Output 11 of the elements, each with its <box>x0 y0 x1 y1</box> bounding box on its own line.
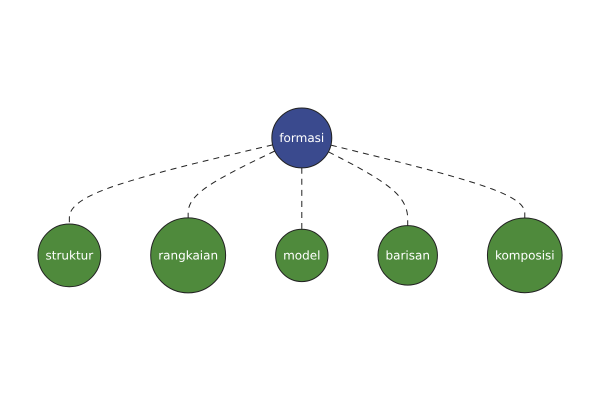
connector <box>301 167 302 230</box>
node-circle: barisan <box>377 224 438 286</box>
node-circle: formasi <box>271 107 332 168</box>
node-circle: struktur <box>37 223 102 287</box>
node-circle: rangkaian <box>150 217 226 293</box>
connector <box>188 150 276 218</box>
node-circle: model <box>275 228 328 282</box>
connector <box>330 144 526 218</box>
connector <box>328 150 408 226</box>
node-circle: komposisi <box>486 217 563 293</box>
connector <box>68 144 274 224</box>
